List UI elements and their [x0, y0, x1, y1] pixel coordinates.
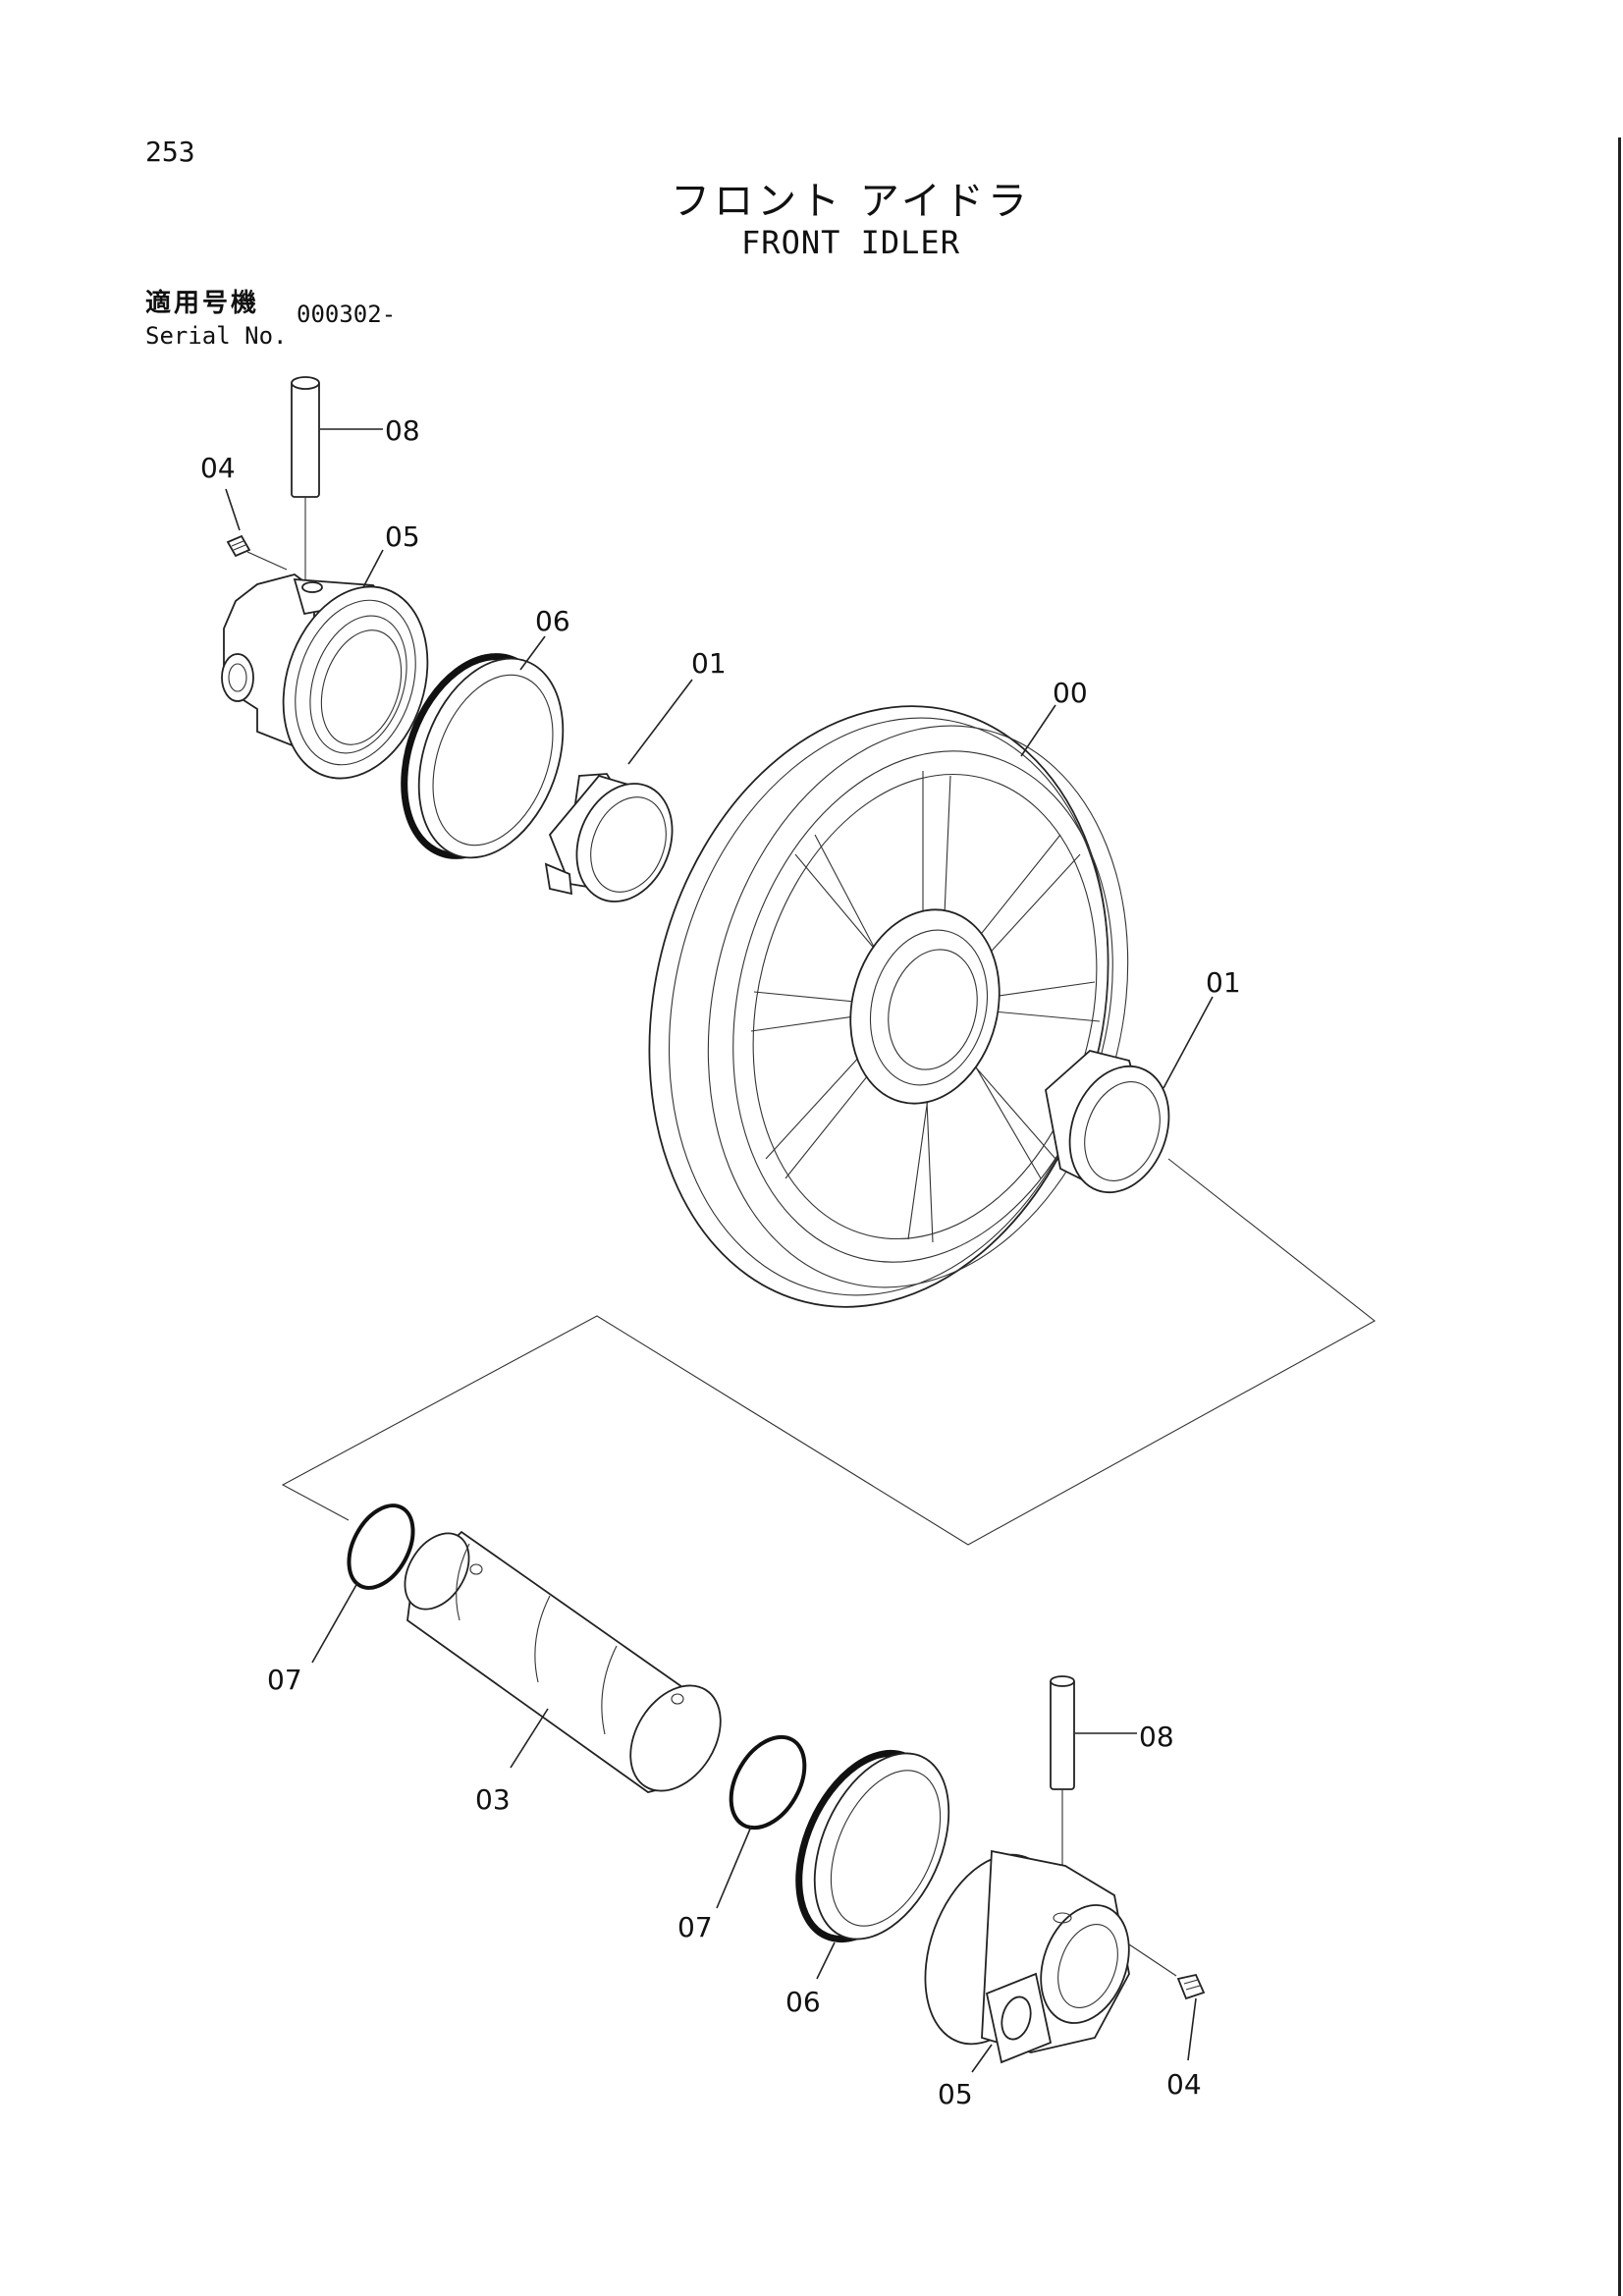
idler-wheel-00 — [648, 704, 1129, 1308]
callout-04-top: 04 — [200, 452, 236, 484]
floating-seal-06-top — [401, 635, 565, 859]
housing-05-bottom — [924, 1849, 1130, 2073]
callout-03: 03 — [475, 1783, 511, 1816]
serial-number-value: 000302- — [297, 301, 397, 328]
title-japanese: フロント アイドラ — [671, 179, 1031, 224]
callout-06-bottom: 06 — [785, 1986, 821, 2018]
callout-08-top: 08 — [385, 414, 420, 447]
callout-00: 00 — [1053, 677, 1088, 709]
page-number: 253 — [145, 136, 195, 168]
set-screw-04-bottom — [1128, 1943, 1206, 2061]
housing-05-top — [221, 549, 429, 780]
assembly-guide-lines — [281, 1158, 1376, 1546]
serial-label-japanese: 適用号機 — [145, 289, 260, 318]
serial-label-english: Serial No. — [145, 322, 288, 350]
o-ring-07-right — [716, 1734, 807, 1909]
callout-07-left: 07 — [267, 1664, 302, 1696]
page-border-right — [1618, 137, 1621, 2296]
floating-seal-06-bottom — [795, 1749, 950, 1980]
bushing-01-lower — [1045, 996, 1214, 1194]
callout-05-top: 05 — [385, 520, 420, 553]
callout-05-bottom: 05 — [938, 2078, 973, 2110]
bushing-01-upper — [544, 679, 693, 902]
pin-08-top — [291, 376, 383, 579]
callout-06-top: 06 — [535, 605, 570, 637]
callout-04-bottom: 04 — [1166, 2068, 1202, 2101]
callout-01-lower: 01 — [1206, 966, 1241, 999]
title-english: FRONT IDLER — [741, 224, 960, 261]
callout-01-upper: 01 — [691, 647, 727, 680]
set-screw-04-top — [225, 488, 288, 571]
callout-08-bottom: 08 — [1139, 1721, 1174, 1753]
pin-08-bottom — [1050, 1675, 1137, 1920]
callout-07-right: 07 — [677, 1911, 713, 1943]
shaft-03 — [404, 1530, 722, 1793]
o-ring-07-left — [311, 1503, 415, 1664]
